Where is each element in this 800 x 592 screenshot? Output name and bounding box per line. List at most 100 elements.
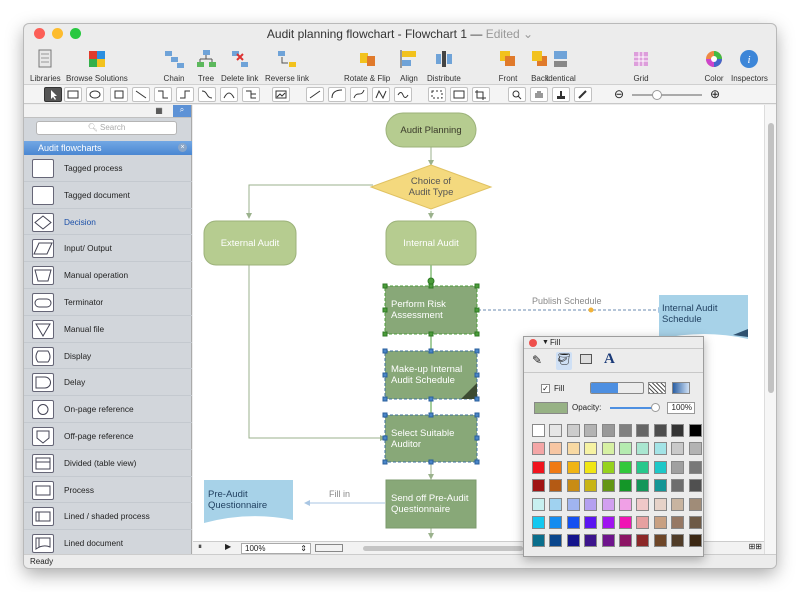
hand-tool[interactable] xyxy=(530,87,548,102)
color-swatch[interactable] xyxy=(549,442,562,455)
close-window-button[interactable] xyxy=(34,28,45,39)
library-search-input[interactable]: 🔍︎ Search xyxy=(36,121,177,135)
color-swatch[interactable] xyxy=(567,534,580,547)
color-swatch[interactable] xyxy=(636,534,649,547)
sidebar-item-decision[interactable]: Decision xyxy=(24,209,192,236)
fill-type-segmented[interactable] xyxy=(590,382,644,394)
color-swatch[interactable] xyxy=(584,516,597,529)
color-swatch[interactable] xyxy=(602,479,615,492)
internal-schedule-node[interactable]: Internal Audit Schedule xyxy=(662,299,742,329)
multi-connector-tool[interactable] xyxy=(242,87,260,102)
choice-node[interactable]: Choice of Audit Type xyxy=(401,173,461,201)
round-connector-tool[interactable] xyxy=(198,87,216,102)
sidebar-item-on-page-reference[interactable]: On-page reference xyxy=(24,396,192,423)
select-tool[interactable] xyxy=(44,87,62,102)
sidebar-item-lined-shaded-process[interactable]: Lined / shaded process xyxy=(24,503,192,530)
zoom-tool[interactable] xyxy=(508,87,526,102)
publish-schedule-control-point[interactable] xyxy=(589,308,594,313)
color-swatch[interactable] xyxy=(567,424,580,437)
sidebar-item-manual-file[interactable]: Manual file xyxy=(24,316,192,343)
sidebar-item-off-page-reference[interactable]: Off-page reference xyxy=(24,423,192,450)
inspectors-button[interactable]: i Inspectors xyxy=(731,48,768,84)
color-swatch[interactable] xyxy=(689,424,702,437)
zoom-window-button[interactable] xyxy=(70,28,81,39)
insert-image-tool[interactable] xyxy=(272,87,290,102)
edited-indicator[interactable]: Edited xyxy=(486,27,520,41)
smart-connector-tool[interactable] xyxy=(154,87,172,102)
grid-view-icon[interactable]: ▦ xyxy=(152,106,166,117)
bezier-tool[interactable] xyxy=(350,87,368,102)
stamp-tool[interactable] xyxy=(552,87,570,102)
fill-tab-icon[interactable]: 🪣︎ xyxy=(556,352,572,370)
pause-icon[interactable]: ⏸ xyxy=(198,542,202,552)
color-swatch[interactable] xyxy=(636,424,649,437)
color-button[interactable]: Color xyxy=(703,48,725,84)
makeup-schedule-node[interactable]: Make-up Internal Audit Schedule xyxy=(391,351,473,399)
color-swatch[interactable] xyxy=(654,516,667,529)
sidebar-item-terminator[interactable]: Terminator xyxy=(24,289,192,316)
color-swatch[interactable] xyxy=(689,461,702,474)
zoom-slider[interactable] xyxy=(632,94,702,96)
color-swatch[interactable] xyxy=(671,461,684,474)
send-off-node[interactable]: Send off Pre-Audit Questionnaire xyxy=(391,480,473,528)
zoom-slider-thumb[interactable] xyxy=(652,90,662,100)
text-box-tool[interactable] xyxy=(110,87,128,102)
browse-solutions-button[interactable]: Browse Solutions xyxy=(66,48,128,84)
color-swatch[interactable] xyxy=(654,498,667,511)
color-swatch[interactable] xyxy=(671,442,684,455)
gradient-fill-option[interactable] xyxy=(672,382,690,394)
color-swatch[interactable] xyxy=(584,479,597,492)
shadow-tab-icon[interactable] xyxy=(580,354,592,364)
color-swatch[interactable] xyxy=(602,442,615,455)
color-swatch[interactable] xyxy=(549,461,562,474)
color-swatch[interactable] xyxy=(532,516,545,529)
play-icon[interactable]: ▶ xyxy=(225,542,231,551)
color-swatch[interactable] xyxy=(602,461,615,474)
tree-button[interactable]: Tree xyxy=(195,48,217,84)
minimize-window-button[interactable] xyxy=(52,28,63,39)
delete-link-button[interactable]: Delete link xyxy=(221,48,258,84)
vertical-scroll-thumb[interactable] xyxy=(768,123,774,393)
sidebar-item-tagged-document[interactable]: Tagged document xyxy=(24,182,192,209)
point-edit-tool[interactable] xyxy=(428,87,446,102)
color-swatch[interactable] xyxy=(671,516,684,529)
color-swatch[interactable] xyxy=(636,498,649,511)
line-tool[interactable] xyxy=(306,87,324,102)
color-swatch[interactable] xyxy=(567,516,580,529)
sidebar-item-input-output[interactable]: Input/ Output xyxy=(24,235,192,262)
fill-checkbox[interactable]: ✓ xyxy=(541,384,550,393)
libraries-button[interactable]: Libraries xyxy=(30,48,61,84)
color-swatch[interactable] xyxy=(671,534,684,547)
sidebar-item-delay[interactable]: Delay xyxy=(24,369,192,396)
curve-connector-tool[interactable] xyxy=(220,87,238,102)
arc-tool[interactable] xyxy=(328,87,346,102)
library-header[interactable]: Audit flowcharts × xyxy=(24,141,192,155)
color-swatch[interactable] xyxy=(619,442,632,455)
fit-page-icon[interactable]: ⊞⊞ xyxy=(749,542,762,551)
color-swatch[interactable] xyxy=(549,479,562,492)
rotate-flip-button[interactable]: Rotate & Flip xyxy=(344,48,390,84)
sidebar-item-display[interactable]: Display xyxy=(24,343,192,370)
external-audit-node[interactable]: External Audit xyxy=(204,221,296,265)
internal-audit-node[interactable]: Internal Audit xyxy=(386,221,476,265)
pattern-fill-option[interactable] xyxy=(648,382,666,394)
color-swatch[interactable] xyxy=(549,498,562,511)
color-swatch[interactable] xyxy=(532,498,545,511)
eyedropper-tool[interactable] xyxy=(574,87,592,102)
color-swatch[interactable] xyxy=(584,534,597,547)
opacity-input[interactable]: 100% xyxy=(667,402,695,414)
color-swatch[interactable] xyxy=(584,498,597,511)
crop-tool[interactable] xyxy=(472,87,490,102)
distribute-button[interactable]: Distribute xyxy=(427,48,461,84)
color-swatch[interactable] xyxy=(689,479,702,492)
audit-planning-node[interactable]: Audit Planning xyxy=(386,113,476,147)
color-swatch[interactable] xyxy=(619,479,632,492)
color-swatch[interactable] xyxy=(636,461,649,474)
color-swatch[interactable] xyxy=(584,442,597,455)
color-swatch[interactable] xyxy=(567,442,580,455)
rectangle-tool[interactable] xyxy=(64,87,82,102)
page-view-buttons[interactable] xyxy=(315,544,343,552)
color-swatch[interactable] xyxy=(567,461,580,474)
color-swatch[interactable] xyxy=(602,424,615,437)
color-swatch[interactable] xyxy=(689,498,702,511)
